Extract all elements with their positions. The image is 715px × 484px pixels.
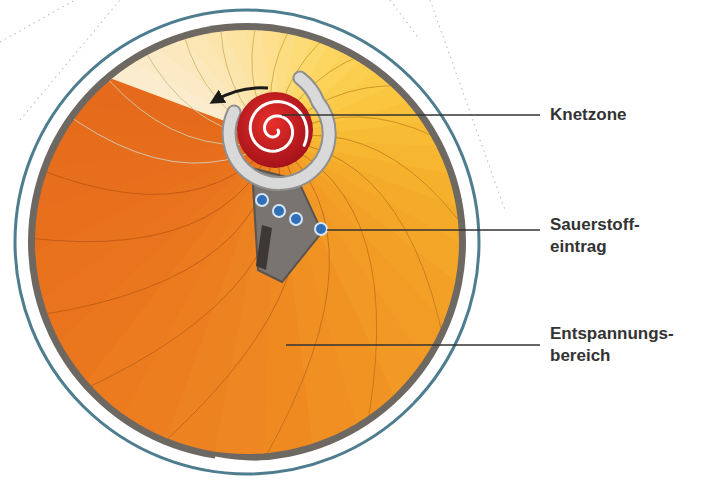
callout-label: Knetzone [550, 104, 700, 126]
bubble [273, 205, 285, 217]
callout-label: Entspannungs- bereich [550, 323, 700, 367]
bubble [290, 213, 302, 225]
dotted-guide [390, 0, 420, 40]
material-band [275, 0, 715, 140]
leader-line [327, 229, 540, 231]
flow-line [275, 0, 540, 140]
hook [229, 78, 329, 183]
material-band [275, 2, 715, 140]
leader-lines [282, 115, 540, 345]
callout-label: Sauerstoff- eintrag [550, 214, 700, 258]
bubble [256, 194, 268, 206]
kneading-tool [229, 78, 329, 282]
bubble [315, 223, 327, 235]
leader-line [286, 344, 540, 346]
flow-line [275, 117, 576, 250]
direction-arrow [216, 88, 268, 100]
kneading-core [237, 92, 313, 168]
rotation-arrow [215, 395, 412, 462]
oxygen-bubbles [256, 194, 327, 235]
dotted-guide [0, 0, 75, 42]
blade-slot [256, 225, 272, 270]
hook-outline [229, 78, 329, 183]
spiral [250, 102, 307, 152]
leader-line [282, 114, 540, 116]
